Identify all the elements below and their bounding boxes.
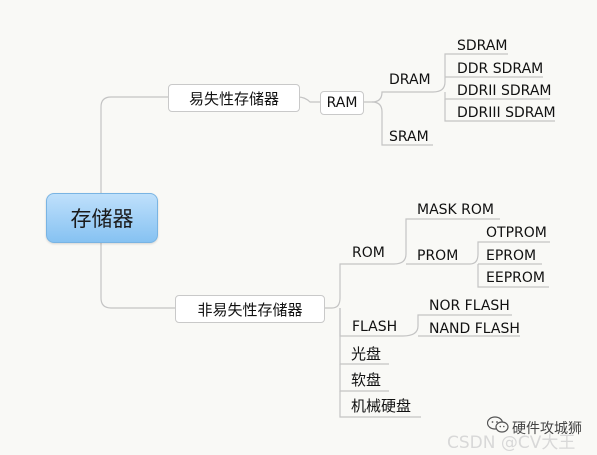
node-otprom[interactable]: OTPROM <box>486 225 547 241</box>
node-prom[interactable]: PROM <box>417 248 459 264</box>
node-sdram[interactable]: SDRAM <box>457 38 508 54</box>
node-mask-rom[interactable]: MASK ROM <box>417 202 494 218</box>
node-volatile-memory[interactable]: 易失性存储器 <box>168 84 300 112</box>
node-optical-disc[interactable]: 光盘 <box>351 345 382 363</box>
node-floppy-disk[interactable]: 软盘 <box>351 371 382 389</box>
wechat-icon <box>487 416 509 433</box>
node-nor-flash[interactable]: NOR FLASH <box>429 298 510 314</box>
node-sram[interactable]: SRAM <box>389 129 429 145</box>
node-rom[interactable]: ROM <box>352 245 385 261</box>
node-flash[interactable]: FLASH <box>352 319 398 335</box>
node-ddriii-sdram[interactable]: DDRIII SDRAM <box>457 105 556 121</box>
node-dram[interactable]: DRAM <box>389 72 431 88</box>
root-node-storage[interactable]: 存储器 <box>46 193 158 243</box>
node-nand-flash[interactable]: NAND FLASH <box>429 321 520 337</box>
node-ddrii-sdram[interactable]: DDRII SDRAM <box>457 83 552 99</box>
node-nonvolatile-memory[interactable]: 非易失性存储器 <box>175 295 325 323</box>
node-ddr-sdram[interactable]: DDR SDRAM <box>457 61 544 77</box>
node-eeprom[interactable]: EEPROM <box>486 270 545 286</box>
watermark-account: 硬件攻城狮 <box>512 421 582 437</box>
watermark-csdn: CSDN @CV大王 <box>447 433 576 453</box>
node-hard-disk[interactable]: 机械硬盘 <box>351 397 412 415</box>
node-ram[interactable]: RAM <box>320 91 364 115</box>
node-eprom[interactable]: EPROM <box>486 248 537 264</box>
